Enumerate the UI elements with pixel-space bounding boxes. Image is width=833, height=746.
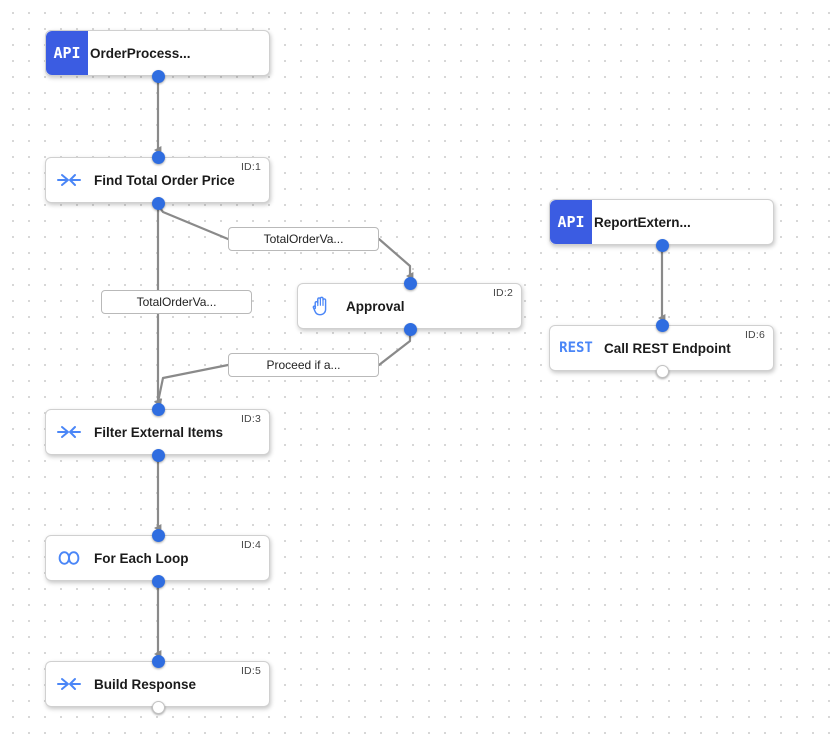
node-id-label: ID:4	[240, 539, 261, 551]
port-report-external-out[interactable]	[655, 238, 669, 252]
port-approval-out[interactable]	[403, 322, 417, 336]
node-for-each-loop[interactable]: For Each Loop ID:4	[45, 535, 270, 581]
infinity-icon	[46, 550, 92, 566]
node-body: API ReportExtern...	[550, 200, 773, 244]
edge-label-proceed-if-approved[interactable]: Proceed if a...	[228, 353, 379, 377]
node-body: Filter External Items	[46, 410, 269, 454]
port-order-process-out[interactable]	[151, 69, 165, 83]
node-id-label: ID:3	[240, 413, 261, 425]
transform-arrows-icon	[46, 676, 92, 692]
node-title: Call REST Endpoint	[604, 340, 731, 356]
node-body: Build Response	[46, 662, 269, 706]
node-report-external[interactable]: API ReportExtern...	[549, 199, 774, 245]
node-title: For Each Loop	[94, 550, 189, 566]
api-badge-icon: API	[550, 200, 592, 244]
port-find-total-in[interactable]	[151, 150, 165, 164]
transform-arrows-icon	[46, 172, 92, 188]
edge-label-total-order-value-1[interactable]: TotalOrderVa...	[228, 227, 379, 251]
transform-arrows-icon	[46, 424, 92, 440]
node-title: ReportExtern...	[594, 214, 691, 230]
node-title: OrderProcess...	[90, 45, 191, 61]
node-id-label: ID:1	[240, 161, 261, 173]
node-body: API OrderProcess...	[46, 31, 269, 75]
port-call-rest-in[interactable]	[655, 318, 669, 332]
node-body: Approval	[298, 284, 521, 328]
rest-icon: REST	[550, 340, 602, 356]
node-body: For Each Loop	[46, 536, 269, 580]
node-title: Approval	[346, 298, 405, 314]
node-id-label: ID:2	[492, 287, 513, 299]
port-approval-in[interactable]	[403, 276, 417, 290]
hand-icon	[298, 295, 344, 317]
node-body: Find Total Order Price	[46, 158, 269, 202]
edge-label-text: Proceed if a...	[266, 358, 341, 372]
edge-label-text: TotalOrderVa...	[263, 232, 344, 246]
node-title: Filter External Items	[94, 424, 224, 440]
node-order-process[interactable]: API OrderProcess...	[45, 30, 270, 76]
api-badge-label: API	[53, 44, 81, 62]
port-build-response-in[interactable]	[151, 654, 165, 668]
port-for-each-out[interactable]	[151, 574, 165, 588]
port-filter-in[interactable]	[151, 402, 165, 416]
port-filter-out[interactable]	[151, 448, 165, 462]
edge-label-total-order-value-2[interactable]: TotalOrderVa...	[101, 290, 252, 314]
node-build-response[interactable]: Build Response ID:5	[45, 661, 270, 707]
api-badge-icon: API	[46, 31, 88, 75]
node-title: Find Total Order Price	[94, 172, 235, 188]
edge-label-text: TotalOrderVa...	[136, 295, 217, 309]
port-call-rest-out[interactable]	[655, 364, 669, 378]
node-id-label: ID:5	[240, 665, 261, 677]
rest-icon-label: REST	[559, 340, 593, 356]
port-find-total-out[interactable]	[151, 196, 165, 210]
port-build-response-out[interactable]	[151, 700, 165, 714]
node-title: Build Response	[94, 676, 197, 692]
node-body: REST Call REST Endpoint	[550, 326, 773, 370]
api-badge-label: API	[557, 213, 585, 231]
node-id-label: ID:6	[744, 329, 765, 341]
node-filter-external-items[interactable]: Filter External Items ID:3	[45, 409, 270, 455]
port-for-each-in[interactable]	[151, 528, 165, 542]
